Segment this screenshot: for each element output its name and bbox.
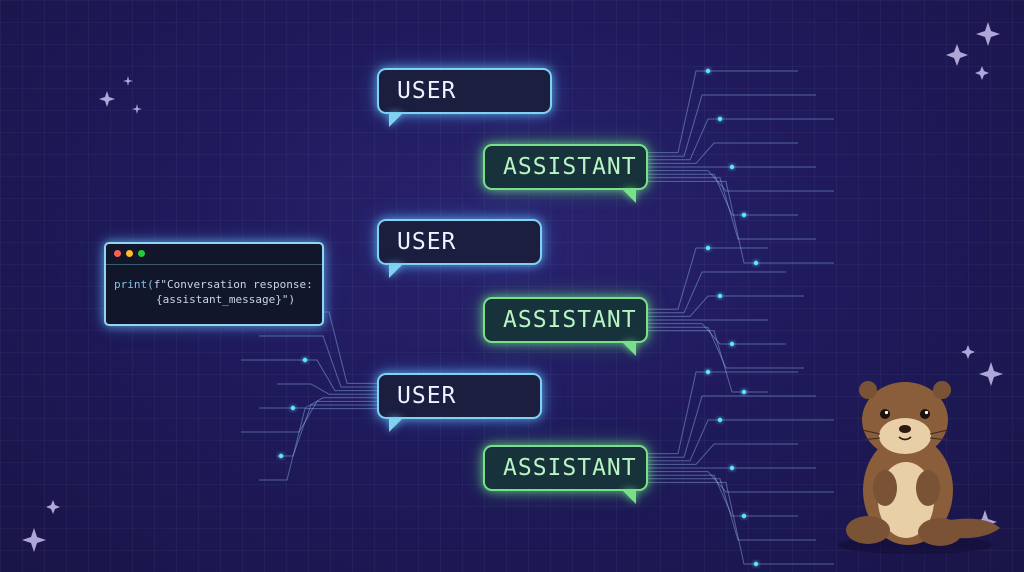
bubble-label: USER bbox=[397, 383, 457, 409]
sparkle-icon bbox=[976, 22, 1000, 46]
circuit-traces-right-3 bbox=[648, 369, 834, 567]
circuit-trace bbox=[648, 419, 834, 462]
circuit-trace bbox=[648, 70, 798, 154]
circuit-trace bbox=[648, 474, 798, 517]
bubble-label: USER bbox=[397, 229, 457, 255]
user-message-bubble: USER bbox=[377, 373, 542, 419]
circuit-node-icon bbox=[729, 465, 735, 471]
assistant-message-bubble: ASSISTANT bbox=[483, 144, 648, 190]
circuit-trace bbox=[241, 359, 377, 392]
circuit-node-icon bbox=[741, 513, 747, 519]
circuit-trace bbox=[648, 142, 798, 164]
circuit-node-icon bbox=[741, 389, 747, 395]
circuit-trace bbox=[648, 94, 816, 157]
assistant-bubble-tail bbox=[622, 490, 636, 504]
sparkle-icon bbox=[99, 91, 115, 107]
bubble-label: USER bbox=[397, 78, 457, 104]
circuit-node-icon bbox=[729, 341, 735, 347]
sparkle-icon bbox=[979, 362, 1003, 386]
circuit-trace bbox=[259, 397, 377, 409]
circuit-trace bbox=[648, 170, 834, 192]
code-window: print(f"Conversation response: {assistan… bbox=[104, 242, 324, 326]
assistant-bubble-tail bbox=[622, 189, 636, 203]
circuit-node-icon bbox=[705, 369, 711, 375]
circuit-node-icon bbox=[717, 417, 723, 423]
sparkle-icon bbox=[946, 44, 968, 66]
circuit-node-icon bbox=[717, 293, 723, 299]
sparkle-icon bbox=[46, 500, 60, 514]
circuit-trace bbox=[648, 395, 816, 458]
sparkle-icon bbox=[132, 104, 142, 114]
sparkle-icon bbox=[961, 345, 975, 359]
sparkle-icon bbox=[975, 66, 989, 80]
circuit-node-icon bbox=[753, 260, 759, 266]
sparkle-icon bbox=[123, 76, 133, 86]
circuit-node-icon bbox=[729, 164, 735, 170]
assistant-message-bubble: ASSISTANT bbox=[483, 297, 648, 343]
circuit-node-icon bbox=[705, 245, 711, 251]
circuit-trace bbox=[648, 173, 798, 216]
bubble-label: ASSISTANT bbox=[503, 455, 637, 481]
circuit-trace bbox=[648, 443, 798, 465]
assistant-bubble-tail bbox=[622, 342, 636, 356]
circuit-trace bbox=[648, 323, 786, 345]
circuit-traces-left bbox=[241, 309, 377, 481]
circuit-trace bbox=[648, 177, 816, 240]
window-maximize-dot-icon bbox=[138, 250, 145, 257]
circuit-node-icon bbox=[278, 453, 284, 459]
circuit-trace bbox=[277, 404, 377, 457]
window-minimize-dot-icon bbox=[126, 250, 133, 257]
code-line-1: print(f"Conversation response: bbox=[114, 278, 313, 291]
circuit-node-icon bbox=[717, 116, 723, 122]
circuit-node-icon bbox=[705, 68, 711, 74]
circuit-trace bbox=[259, 408, 377, 481]
user-message-bubble: USER bbox=[377, 219, 542, 265]
circuit-trace bbox=[648, 247, 768, 310]
circuit-node-icon bbox=[302, 357, 308, 363]
user-message-bubble: USER bbox=[377, 68, 552, 114]
circuit-trace bbox=[648, 118, 834, 161]
circuit-trace bbox=[648, 371, 798, 455]
circuit-trace bbox=[648, 180, 834, 264]
user-bubble-tail bbox=[389, 113, 403, 127]
circuit-node-icon bbox=[753, 561, 759, 567]
code-window-titlebar bbox=[106, 244, 322, 265]
user-bubble-tail bbox=[389, 264, 403, 278]
window-close-dot-icon bbox=[114, 250, 121, 257]
circuit-trace bbox=[259, 335, 377, 388]
circuit-trace bbox=[648, 271, 786, 314]
circuit-trace bbox=[277, 383, 377, 395]
circuit-trace bbox=[648, 471, 834, 493]
circuit-traces-right-1 bbox=[648, 68, 834, 266]
user-bubble-tail bbox=[389, 418, 403, 432]
circuit-node-icon bbox=[741, 212, 747, 218]
circuit-trace bbox=[648, 295, 804, 317]
circuit-trace bbox=[648, 478, 816, 541]
bubble-label: ASSISTANT bbox=[503, 154, 637, 180]
code-line-2: {assistant_message}") bbox=[156, 293, 296, 306]
assistant-message-bubble: ASSISTANT bbox=[483, 445, 648, 491]
circuit-node-icon bbox=[290, 405, 296, 411]
circuit-traces-right-2 bbox=[648, 245, 804, 395]
circuit-trace bbox=[648, 330, 768, 393]
circuit-trace bbox=[648, 326, 804, 369]
sparkle-icon bbox=[22, 528, 46, 552]
circuit-trace bbox=[648, 481, 834, 565]
bubble-label: ASSISTANT bbox=[503, 307, 637, 333]
circuit-trace bbox=[241, 400, 377, 433]
